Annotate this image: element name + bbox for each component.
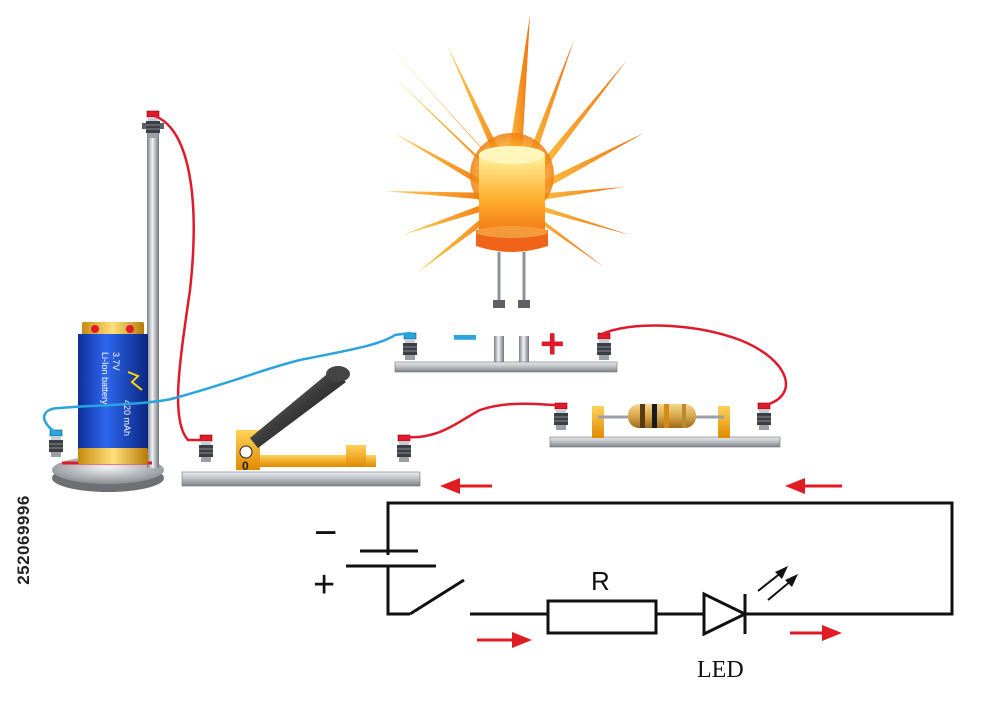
resistor-label: R (591, 566, 610, 596)
battery-text-2: 3.7V (111, 352, 121, 371)
resistor-icon (628, 404, 696, 428)
wire-blue-battery-to-led (43, 331, 412, 434)
battery-stand: Li-Ion battery 3.7V 420 mAh (48, 110, 164, 492)
schematic-resistor-icon (546, 599, 658, 635)
schematic-led-icon (702, 591, 749, 637)
arrow-icon (477, 632, 532, 648)
led-light-illustration: − + (380, 15, 644, 373)
knife-switch: 0 (181, 366, 421, 487)
battery-text-3: 420 mAh (122, 400, 132, 436)
schematic-switch-icon (409, 578, 465, 616)
arrow-icon (785, 478, 842, 494)
current-arrows (440, 478, 842, 648)
led-label: LED (697, 657, 744, 683)
battery-icon: Li-Ion battery 3.7V 420 mAh (78, 322, 148, 464)
wire-red-led-to-resistor (602, 324, 788, 407)
led-bulb-icon (476, 146, 548, 252)
schematic-top-wire (386, 501, 954, 616)
wires (43, 114, 788, 442)
battery-text-1: Li-Ion battery (100, 352, 110, 405)
resistor-board (549, 402, 781, 448)
arrow-icon (790, 625, 842, 641)
stock-id-text: 252069996 (14, 495, 33, 585)
schematic (346, 501, 954, 637)
wire-red-stand-to-switch (153, 114, 202, 442)
led-board (394, 332, 618, 373)
wire-red-switch-to-resistor (402, 402, 560, 439)
schematic-minus-label: − (314, 511, 337, 555)
switch-mark: 0 (242, 459, 249, 473)
schematic-left-wire (386, 566, 410, 616)
switch-icon: 0 (236, 366, 376, 473)
led-plus-label: + (540, 320, 565, 367)
schematic-plus-label: + (313, 564, 335, 606)
stock-id-label: 252069996 (2, 460, 42, 620)
arrow-icon (440, 478, 492, 494)
led-legs (493, 252, 530, 366)
led-minus-label: − (452, 313, 478, 362)
